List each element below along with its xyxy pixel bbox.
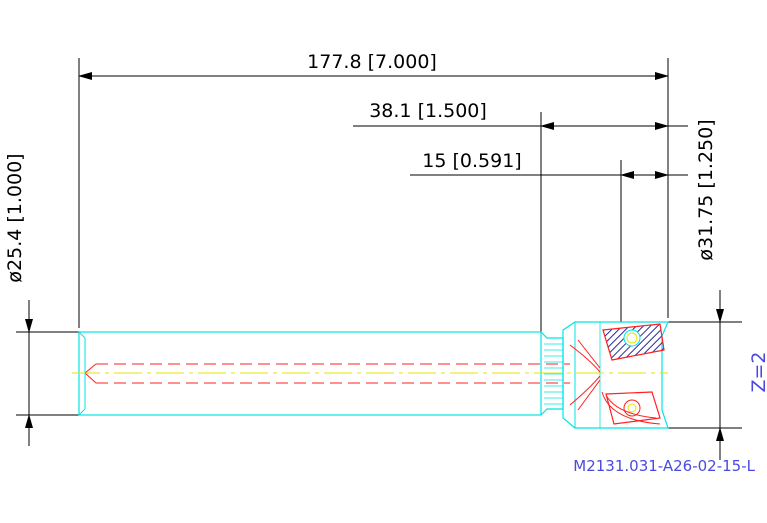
dimension-head-length: 38.1 [1.500]	[353, 100, 688, 335]
cutting-diameter-label: ø31.75 [1.250]	[695, 119, 717, 260]
part-number-label: M2131.031-A26-02-15-L	[573, 457, 755, 475]
dimension-shank-diameter: ø25.4 [1.000]	[4, 153, 82, 446]
insert-upper	[602, 323, 665, 361]
overall-length-label: 177.8 [7.000]	[307, 51, 437, 73]
insert-screw-lower	[623, 399, 641, 417]
dimension-cutting-diameter: ø31.75 [1.250]	[668, 119, 742, 460]
insert-screw-upper	[623, 329, 641, 347]
insert-lower	[605, 391, 661, 425]
dimension-overall-length: 177.8 [7.000]	[78, 51, 669, 328]
shank-diameter-label: ø25.4 [1.000]	[4, 153, 26, 282]
flutes-label: Z=2	[748, 351, 767, 392]
tool-head	[562, 321, 669, 429]
hidden-coolant-bore	[96, 363, 570, 384]
insert-offset-label: 15 [0.591]	[422, 150, 521, 172]
head-length-label: 38.1 [1.500]	[369, 100, 487, 122]
dimension-insert-offset: 15 [0.591]	[410, 150, 688, 322]
